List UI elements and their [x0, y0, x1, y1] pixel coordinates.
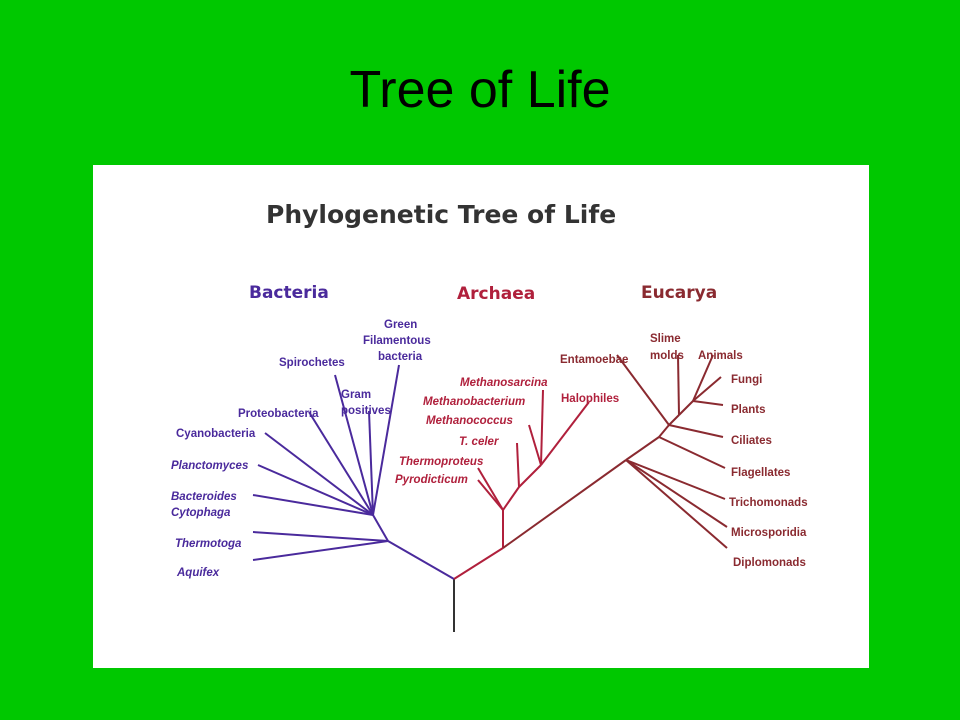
leaf-label: Animals: [698, 350, 743, 362]
eucarya-branches: [502, 354, 728, 549]
leaf-label: Trichomonads: [729, 497, 808, 509]
leaf-label: Filamentous: [363, 335, 431, 347]
leaf-label: Slime: [650, 333, 681, 345]
leaf-label: Plants: [731, 404, 766, 416]
figure-title: Phylogenetic Tree of Life: [266, 200, 616, 229]
leaf-label: Proteobacteria: [238, 408, 319, 420]
leaf-label: Cyanobacteria: [176, 428, 256, 440]
leaf-label: bacteria: [378, 351, 423, 363]
leaf-label: Flagellates: [731, 467, 790, 479]
leaf-label: Microsporidia: [731, 527, 807, 539]
leaf-label: Bacteroides: [171, 491, 237, 503]
leaf-label: Thermotoga: [175, 538, 242, 550]
eucarya-leaf-labels: Slime molds Entamoebae Animals Fungi Pla…: [560, 333, 808, 569]
leaf-label: molds: [650, 350, 684, 362]
leaf-label: Entamoebae: [560, 354, 628, 366]
leaf-label: Methanococcus: [426, 415, 513, 427]
leaf-label: Methanosarcina: [460, 377, 548, 389]
phylogenetic-tree-figure: Phylogenetic Tree of Life Bacteria Archa…: [93, 165, 869, 668]
leaf-label: Planctomyces: [171, 460, 248, 472]
slide-title: Tree of Life: [349, 61, 611, 119]
leaf-label: T. celer: [459, 436, 499, 448]
leaf-label: Green: [384, 319, 417, 331]
archaea-leaf-labels: Methanosarcina Methanobacterium Halophil…: [395, 377, 619, 486]
leaf-label: Methanobacterium: [423, 396, 525, 408]
leaf-label: Diplomonads: [733, 557, 806, 569]
bacteria-branches: [252, 364, 455, 580]
leaf-label: positives: [341, 405, 391, 417]
tree-diagram: Phylogenetic Tree of Life Bacteria Archa…: [171, 200, 808, 632]
leaf-label: Thermoproteus: [399, 456, 483, 468]
domain-label-bacteria: Bacteria: [249, 283, 329, 303]
leaf-label: Gram: [341, 389, 371, 401]
leaf-label: Fungi: [731, 374, 762, 386]
domain-label-archaea: Archaea: [457, 284, 535, 304]
domain-label-eucarya: Eucarya: [641, 283, 717, 303]
leaf-label: Pyrodicticum: [395, 474, 468, 486]
leaf-label: Aquifex: [176, 567, 220, 579]
leaf-label: Halophiles: [561, 393, 619, 405]
leaf-label: Spirochetes: [279, 357, 345, 369]
leaf-label: Cytophaga: [171, 507, 231, 519]
archaea-branches: [453, 389, 590, 580]
leaf-label: Ciliates: [731, 435, 772, 447]
bacteria-leaf-labels: Green Filamentous bacteria Spirochetes G…: [171, 319, 431, 579]
